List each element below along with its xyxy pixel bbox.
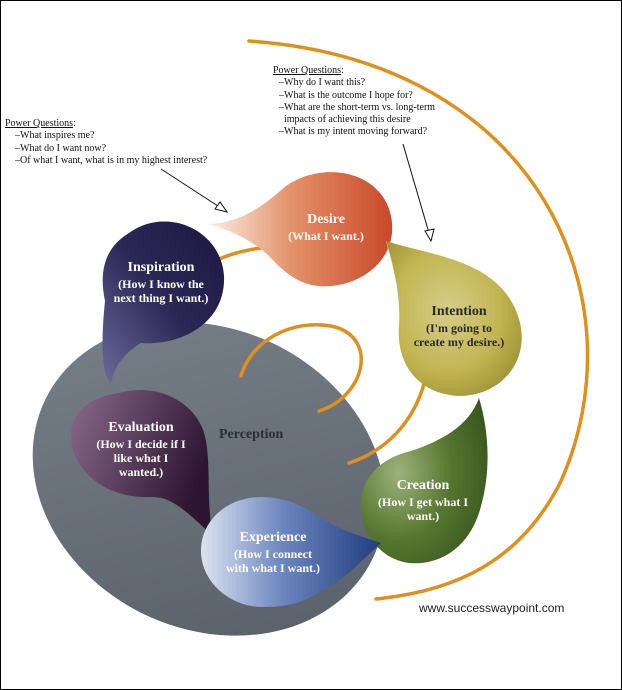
right-question-item: –What is my intent moving forward? xyxy=(279,126,428,138)
right-question-item: –Why do I want this? xyxy=(279,77,366,89)
left-questions-arrow xyxy=(160,168,222,209)
left-question-item: –What do I want now? xyxy=(15,142,107,154)
intention-shape xyxy=(386,241,522,396)
evaluation-subtitle: (How I decide if I xyxy=(96,437,186,451)
inspiration-subtitle: next thing I want.) xyxy=(113,291,209,305)
right-question-item: impacts of achieving this desire xyxy=(279,114,411,126)
right-arrowhead xyxy=(424,228,435,243)
desire-shape xyxy=(208,172,393,287)
perception-label: Perception xyxy=(219,427,284,442)
website-url: www.successwaypoint.com xyxy=(419,601,565,615)
right-questions-heading: Power Questions xyxy=(273,65,342,76)
experience-shape xyxy=(201,497,381,607)
intention-subtitle: create my desire.) xyxy=(413,335,505,349)
inspiration-title: Inspiration xyxy=(127,260,195,275)
right-question-item: –What are the short-term vs. long-term xyxy=(279,101,436,113)
left-question-item: –Of what I want, what is in my highest i… xyxy=(15,154,208,166)
desire-subtitle: (What I want.) xyxy=(288,229,364,243)
intention-subtitle: (I'm going to xyxy=(426,321,492,335)
right-questions-arrow xyxy=(402,143,430,234)
experience-subtitle: (How I connect xyxy=(234,547,312,561)
creation-subtitle: (How I get what I xyxy=(378,495,468,509)
right-power-questions: Power Questions: –Why do I want this? –W… xyxy=(273,65,436,138)
left-arrowhead xyxy=(214,201,229,213)
evaluation-subtitle: wanted.) xyxy=(118,465,164,479)
intention-title: Intention xyxy=(431,304,487,319)
inspiration-label: Inspiration (How I know the next thing I… xyxy=(101,259,221,305)
left-questions-heading: Power Questions xyxy=(5,118,74,129)
outer-orange-arc xyxy=(247,39,590,601)
creation-subtitle: want.) xyxy=(406,509,440,523)
evaluation-subtitle: like what I xyxy=(113,451,169,465)
inspiration-subtitle: (How I know the xyxy=(118,277,204,291)
creation-title: Creation xyxy=(396,478,450,493)
desire-title: Desire xyxy=(307,212,345,227)
intention-label: Intention (I'm going to create my desire… xyxy=(399,303,519,349)
creation-label: Creation (How I get what I want.) xyxy=(361,477,485,523)
desire-label: Desire (What I want.) xyxy=(271,211,381,243)
inspiration-shape xyxy=(102,221,225,383)
evaluation-label: Evaluation (How I decide if I like what … xyxy=(73,419,209,479)
left-question-item: –What inspires me? xyxy=(15,130,95,142)
evaluation-shape xyxy=(71,389,213,536)
evaluation-title: Evaluation xyxy=(108,420,174,435)
experience-subtitle: with what I want.) xyxy=(225,561,320,575)
left-power-questions: Power Questions: –What inspires me? –Wha… xyxy=(5,118,208,166)
experience-label: Experience (How I connect with what I wa… xyxy=(213,529,333,575)
experience-title: Experience xyxy=(239,530,307,545)
right-question-item: –What is the outcome I hope for? xyxy=(279,89,413,101)
creation-shape xyxy=(360,398,488,564)
